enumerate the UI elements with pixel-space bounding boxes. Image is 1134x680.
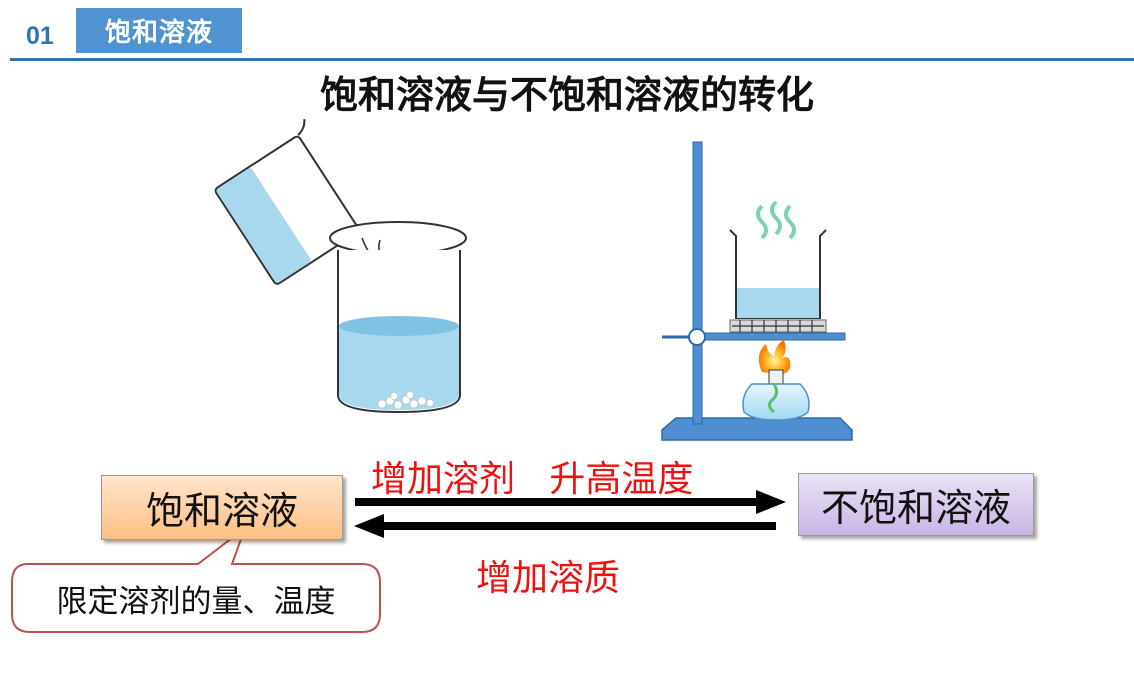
saturated-solution-box: 饱和溶液 <box>101 475 343 540</box>
callout-note: 限定溶剂的量、温度 <box>56 583 336 620</box>
pouring-beaker-icon <box>214 119 360 285</box>
reverse-condition-label: 增加溶质 <box>476 558 621 599</box>
section-tag: 饱和溶液 <box>76 8 242 53</box>
header-divider <box>10 58 1134 61</box>
alcohol-lamp-icon <box>742 383 810 421</box>
page-title: 饱和溶液与不饱和溶液的转化 <box>319 73 814 117</box>
heating-apparatus-icon <box>661 141 853 441</box>
forward-arrow <box>355 490 786 514</box>
reverse-arrow <box>354 514 776 538</box>
solution-beaker-icon <box>329 221 467 414</box>
callout-balloon <box>11 525 381 633</box>
steam-icon <box>756 204 768 240</box>
unsaturated-solution-box: 不饱和溶液 <box>798 473 1034 536</box>
section-number: 01 <box>26 22 54 50</box>
forward-conditions-label: 增加溶剂 升高温度 <box>371 459 694 500</box>
crystals-icon <box>377 391 434 410</box>
flame-icon <box>758 340 791 375</box>
